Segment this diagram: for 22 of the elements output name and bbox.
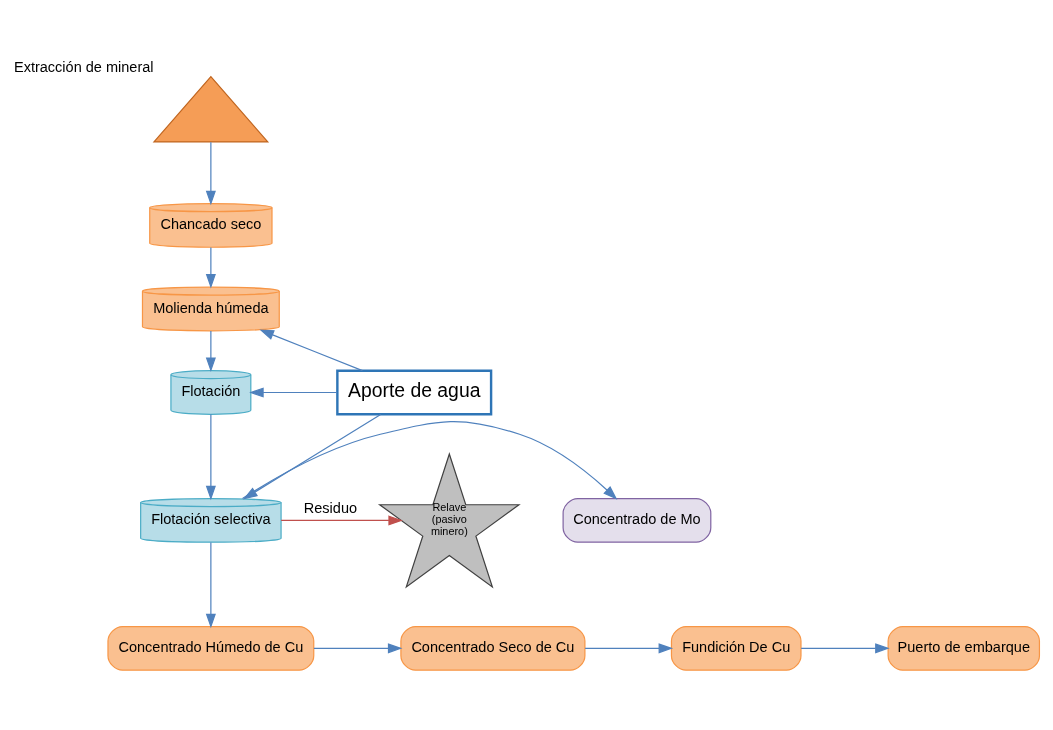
- node-label: Extracción de mineral: [13, 58, 154, 75]
- arrow: [205, 141, 216, 205]
- arrow: [205, 246, 216, 288]
- arrow: [205, 413, 216, 500]
- node-box: Concentrado de Mo: [562, 497, 712, 543]
- node-box: Fundición De Cu: [670, 625, 802, 671]
- node-box: Puerto de embarque: [887, 625, 1041, 671]
- arrow: [205, 541, 216, 628]
- edge-label: Residuo: [303, 499, 358, 516]
- arrow: [584, 642, 674, 653]
- arrow: [205, 329, 216, 372]
- node-box: Concentrado Húmedo de Cu: [107, 625, 315, 671]
- arrow: [313, 642, 403, 653]
- arrow: [242, 413, 382, 499]
- arrow: [800, 642, 890, 653]
- node-triangle: [152, 75, 270, 143]
- arrow: [241, 420, 618, 500]
- arrow: [280, 514, 403, 526]
- arrow: [259, 329, 364, 371]
- node-box: Concentrado Seco de Cu: [400, 625, 586, 671]
- node-box: Aporte de agua: [336, 369, 493, 415]
- arrow: [249, 386, 338, 398]
